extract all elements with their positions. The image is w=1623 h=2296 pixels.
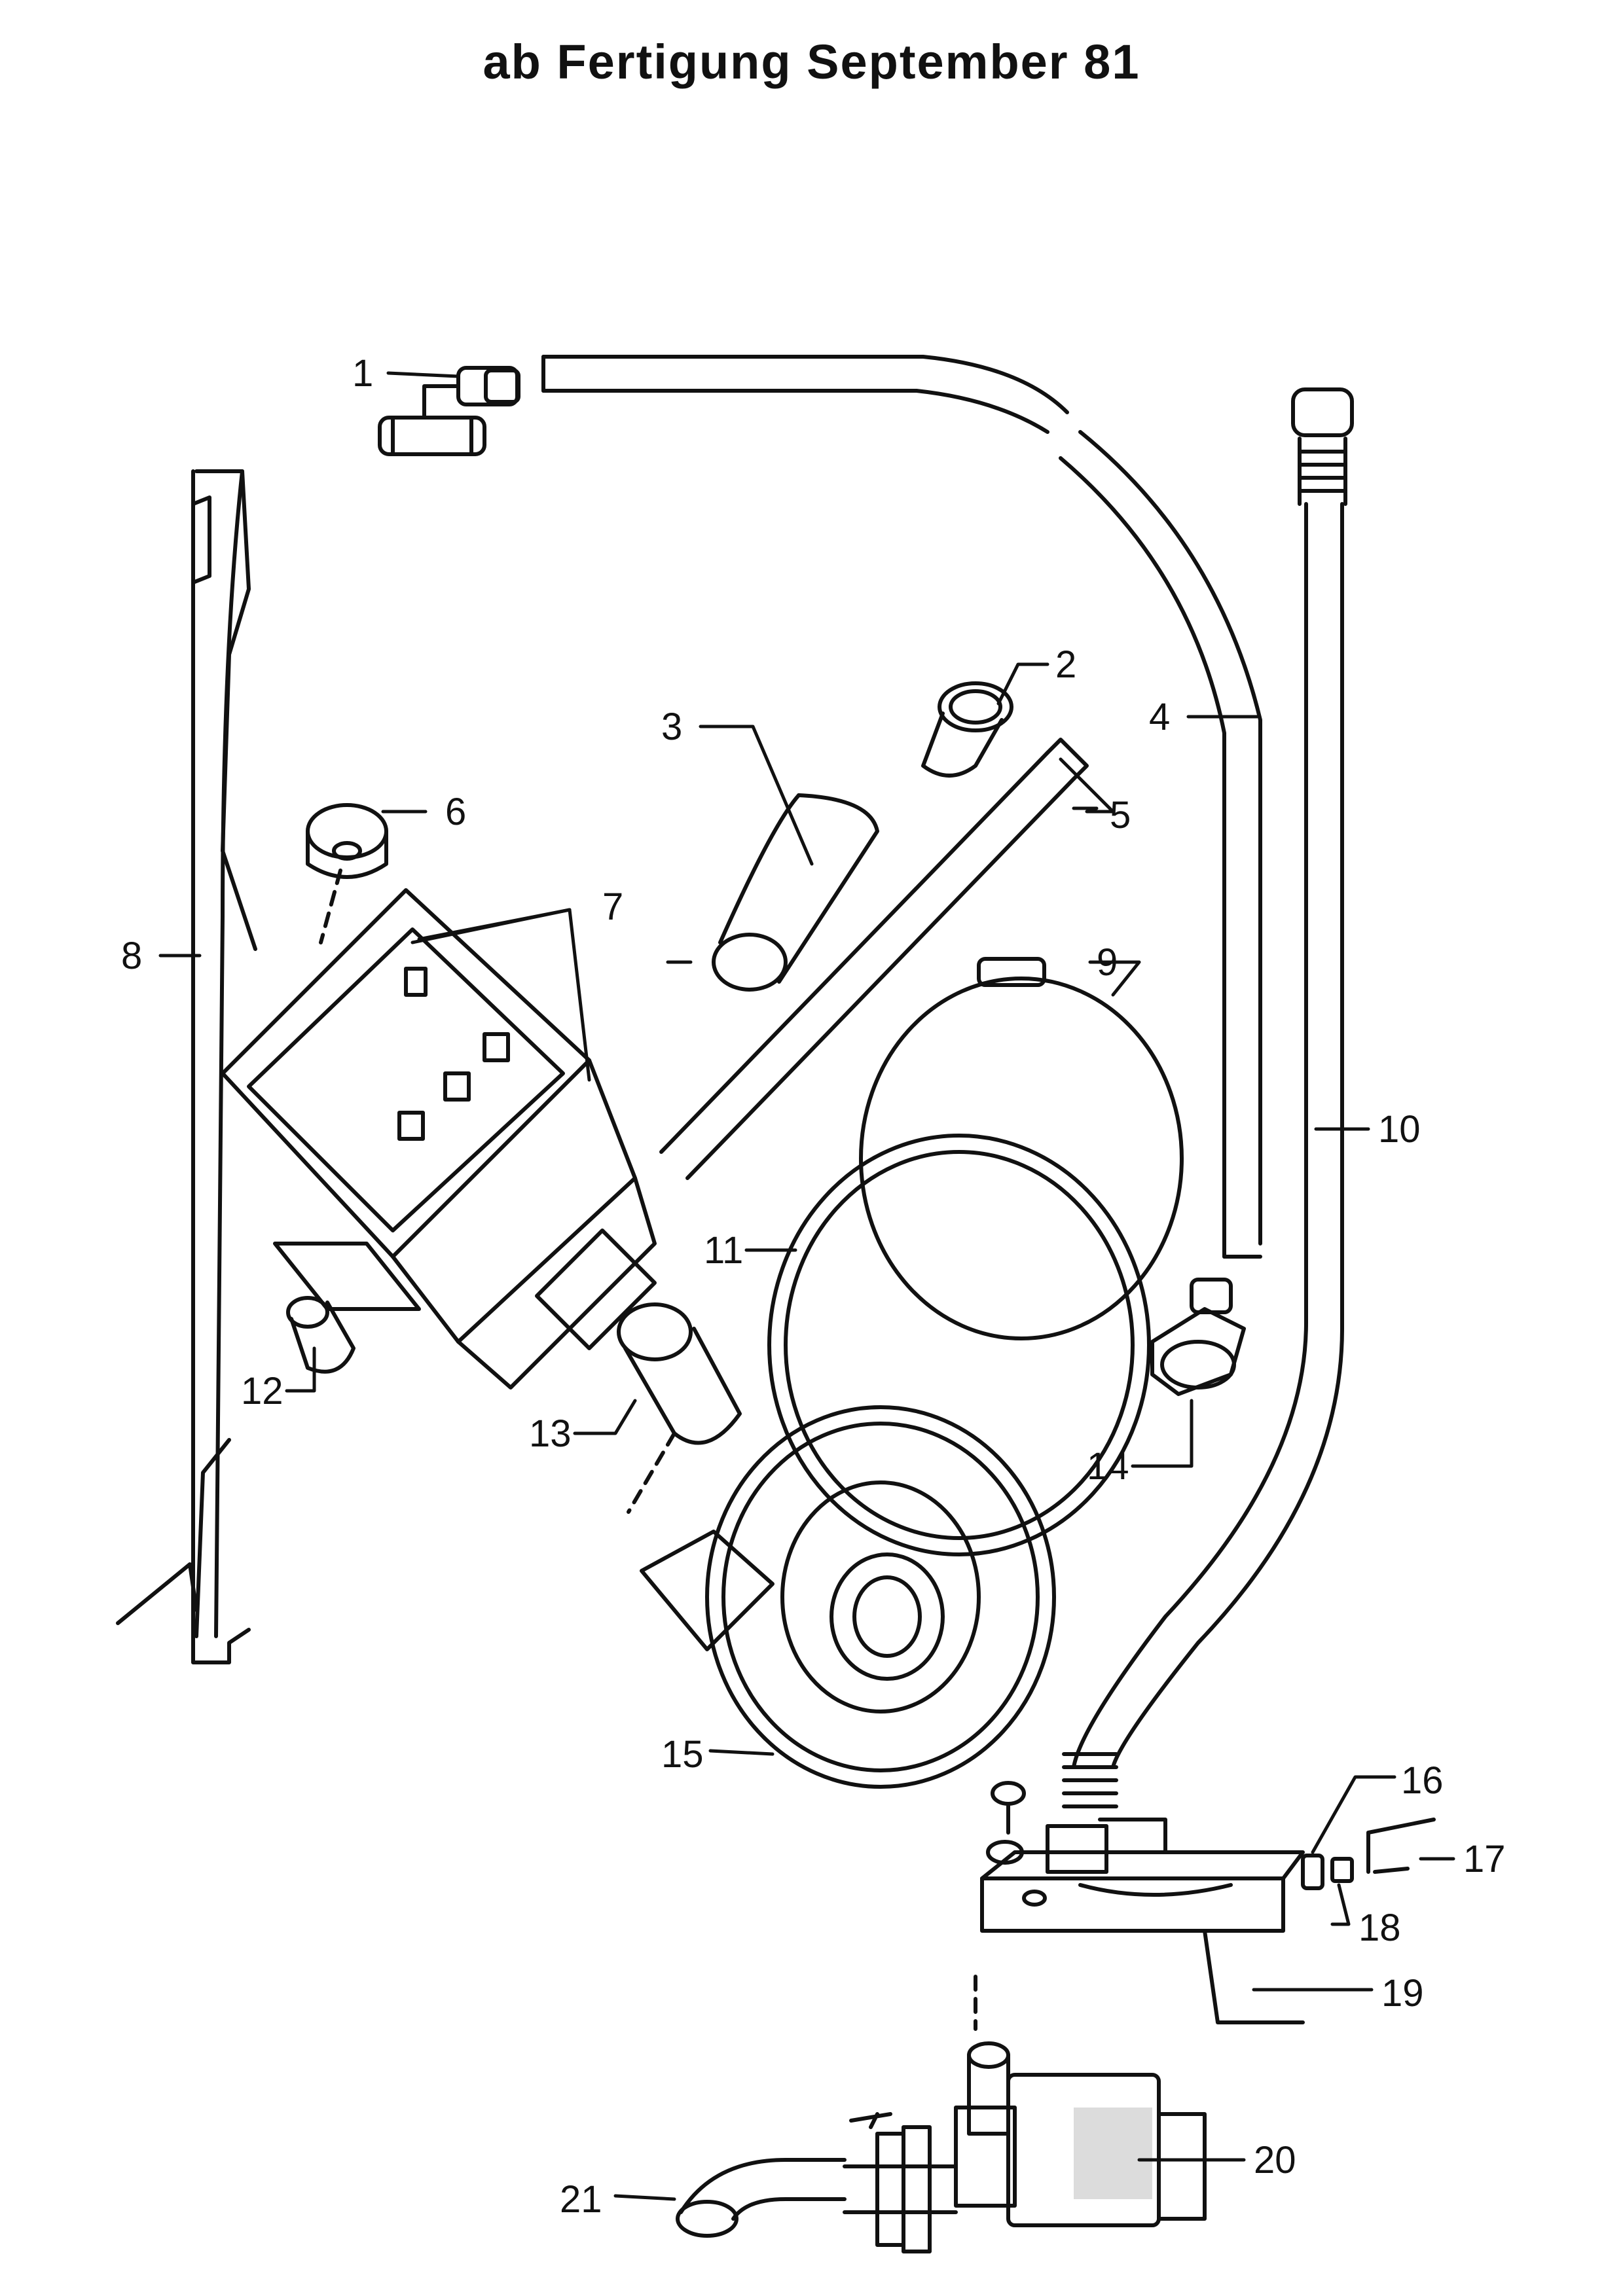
part-13-sleeve: [617, 1302, 742, 1514]
callout-2: 2: [1055, 643, 1076, 686]
callout-8: 8: [121, 935, 142, 977]
callout-20: 20: [1254, 2139, 1296, 2181]
callout-3: 3: [661, 706, 682, 748]
callout-21: 21: [560, 2178, 602, 2221]
callout-labels: 1 2 3 4 5 6 7 8 9 10 11 12 13 14 15 16 1…: [121, 352, 1506, 2221]
callout-13: 13: [529, 1412, 572, 1455]
callout-14: 14: [1087, 1445, 1129, 1488]
part-3-short-hose: [712, 793, 879, 992]
callout-17: 17: [1463, 1838, 1506, 1880]
callout-15: 15: [661, 1733, 704, 1776]
callout-19: 19: [1381, 1972, 1424, 2015]
part-19-bracket: [974, 1818, 1305, 2031]
part-6-grommet: [306, 803, 388, 944]
part-10-corrugated-hose: [1062, 387, 1354, 1808]
part-14-connector: [1150, 1278, 1246, 1396]
part-17-pin: [1366, 1818, 1436, 1874]
callout-9: 9: [1097, 941, 1118, 984]
part-2-sleeve: [921, 681, 1013, 778]
part-18-nut: [1330, 1857, 1354, 1883]
callout-4: 4: [1149, 696, 1170, 738]
callout-18: 18: [1359, 1907, 1401, 1949]
page-title: ab Fertigung September 81: [483, 35, 1140, 89]
callout-10: 10: [1378, 1108, 1421, 1151]
part-20-pump: [843, 2041, 1207, 2253]
part-16-clip: [1301, 1854, 1324, 1890]
screw-and-washer: [986, 1781, 1026, 1865]
callout-11: 11: [704, 1229, 743, 1272]
callout-6: 6: [445, 791, 466, 833]
part-4-hose: [541, 355, 1262, 1259]
part-8-door-frame: [116, 469, 257, 1664]
hose-end-fitting: [1046, 1824, 1108, 1874]
callout-5: 5: [1110, 794, 1131, 836]
part-1-t-fitting: [378, 366, 520, 456]
callout-12: 12: [241, 1370, 283, 1412]
leader-lines: [158, 371, 1455, 2201]
part-11-gasket-ring: [767, 1134, 1151, 1556]
callout-1: 1: [352, 352, 373, 395]
part-9-clamp-ring: [859, 957, 1184, 1340]
part-7-motor-assembly: [221, 888, 657, 1390]
callout-7: 7: [602, 886, 623, 928]
part-5-rod: [659, 738, 1089, 1180]
part-21-elbow: [676, 2112, 892, 2238]
callout-16: 16: [1401, 1759, 1444, 1802]
part-15-tank: [640, 1405, 1056, 1789]
part-12-fitting: [286, 1296, 356, 1374]
